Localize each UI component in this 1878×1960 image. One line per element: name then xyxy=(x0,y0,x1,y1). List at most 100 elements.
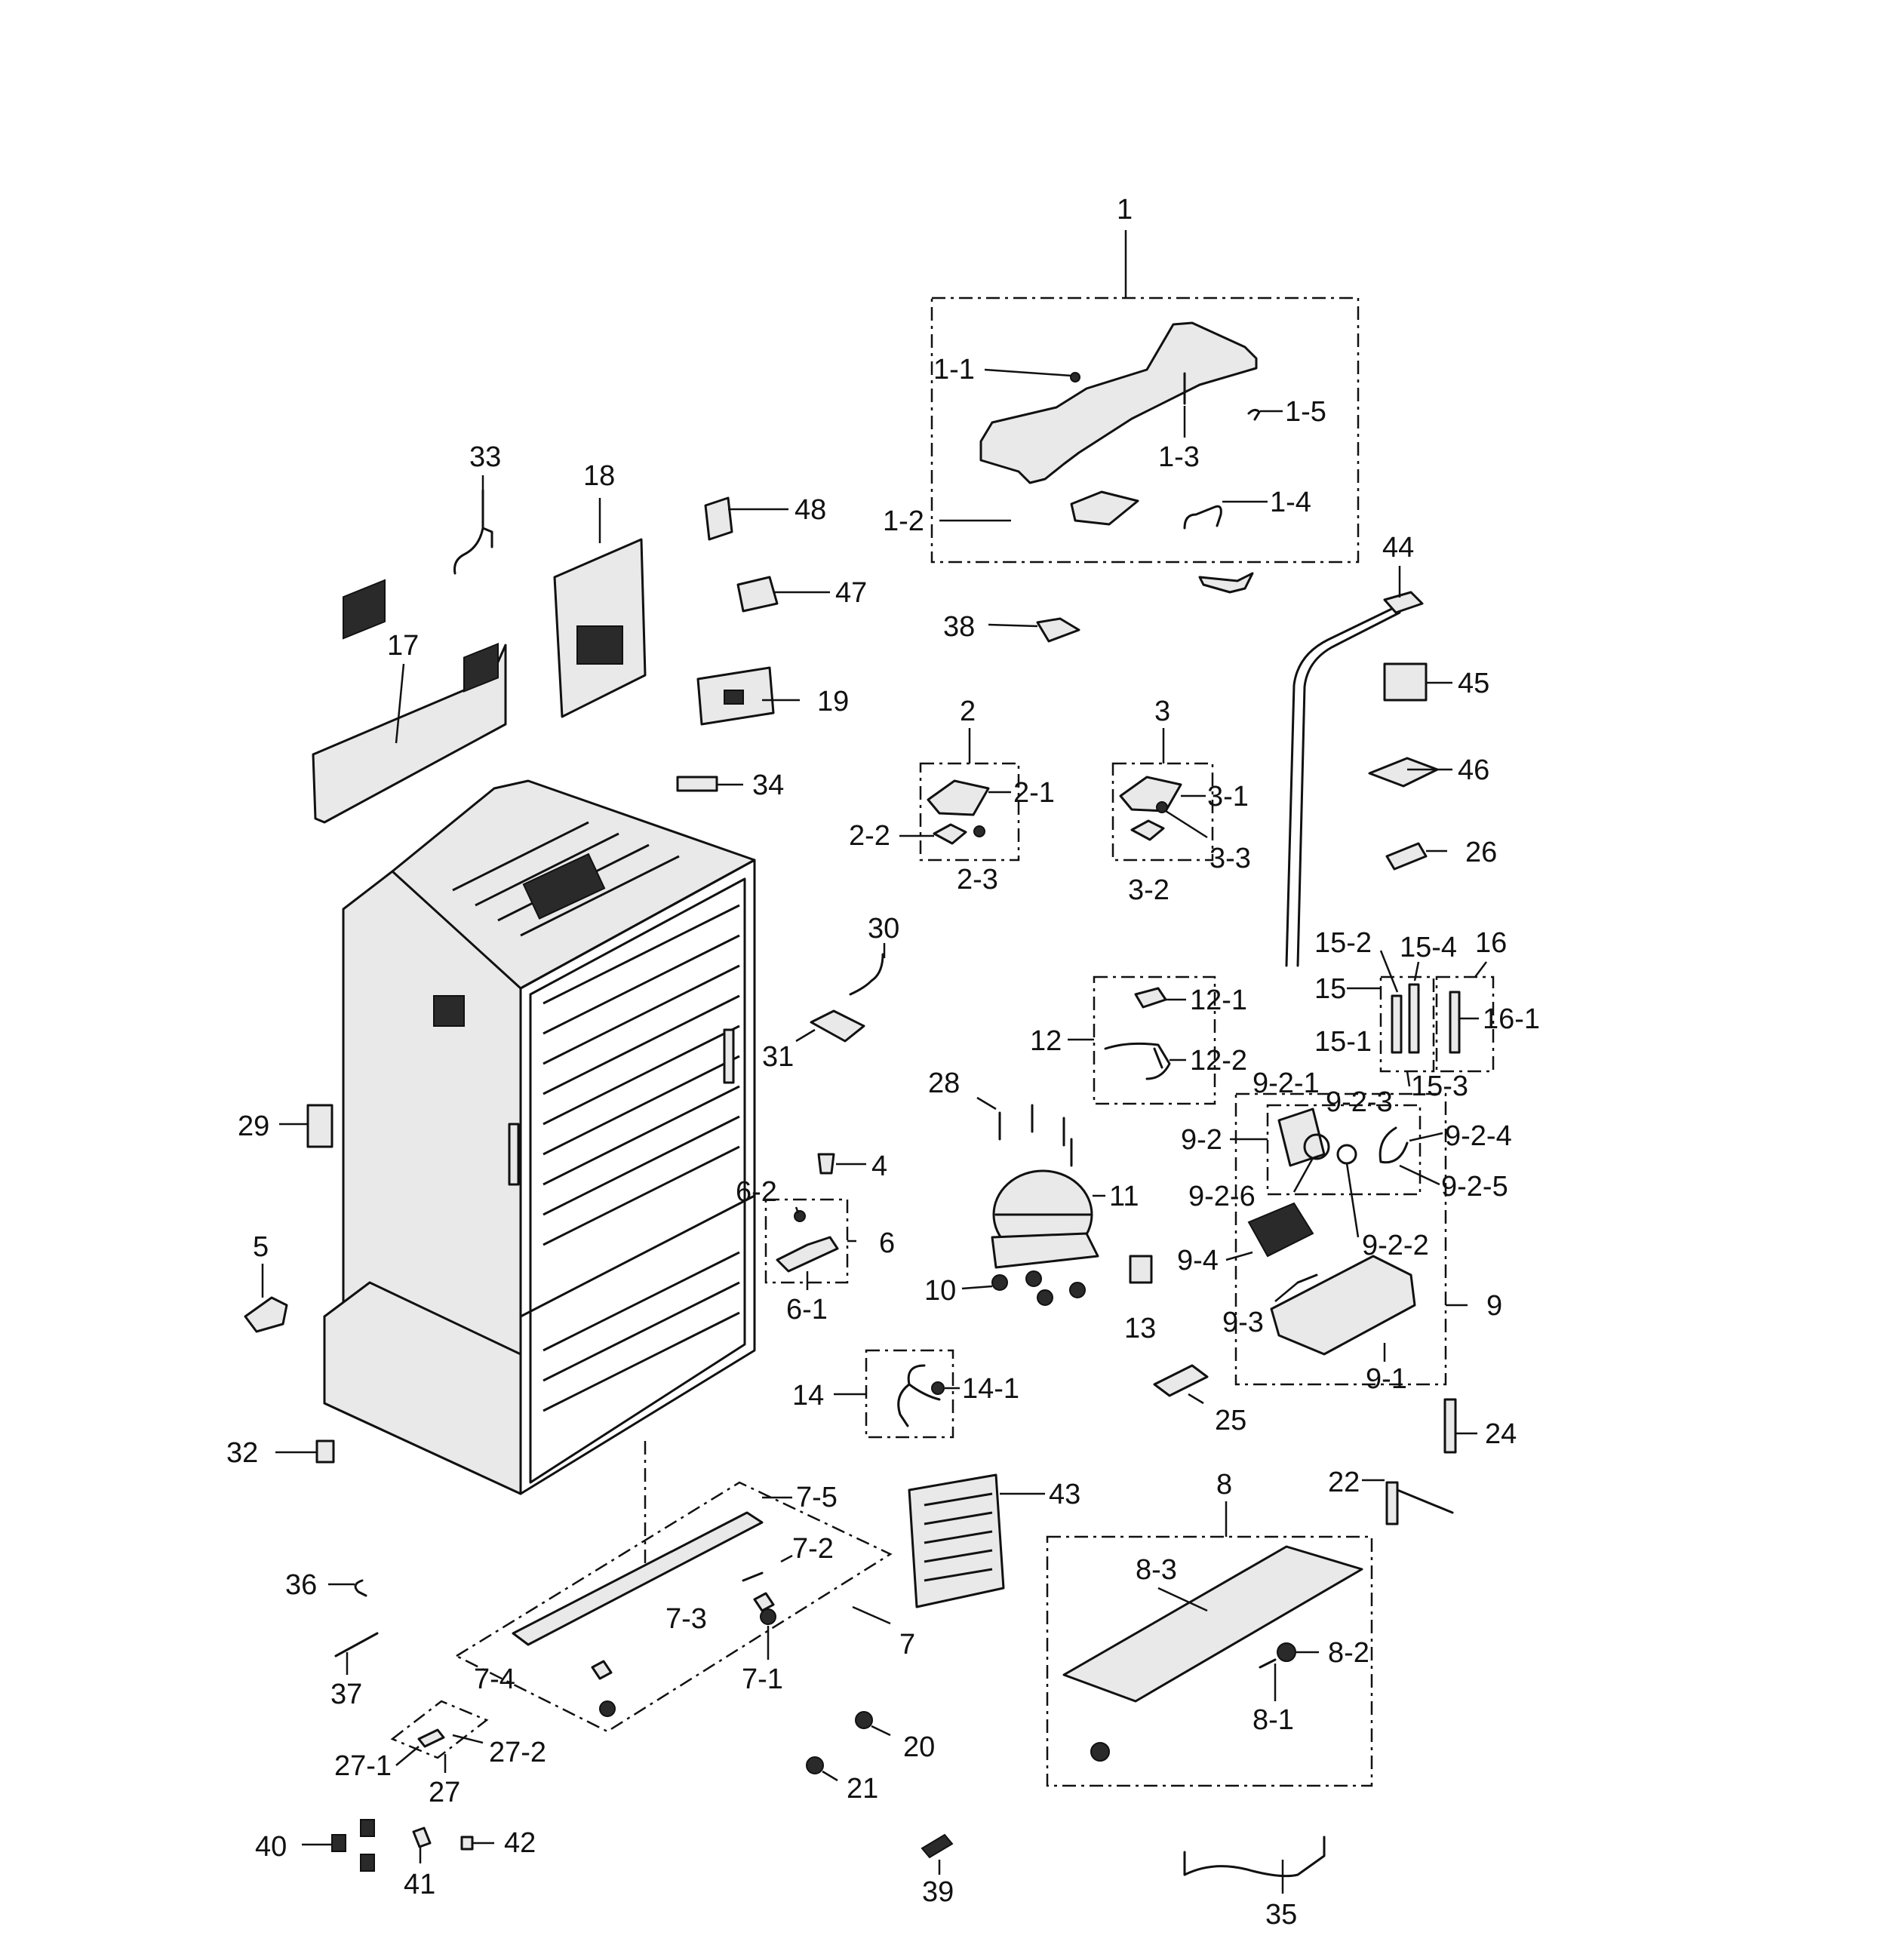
callout-7-2: 7-2 xyxy=(792,1533,834,1565)
grille-slats xyxy=(924,1492,993,1582)
callout-27-1: 27-1 xyxy=(334,1750,392,1782)
hinge-3-plate xyxy=(1119,776,1182,813)
part-42 xyxy=(460,1836,474,1851)
callout-1-4: 1-4 xyxy=(1270,487,1311,518)
callout-46: 46 xyxy=(1458,754,1489,786)
pcb-47-board xyxy=(736,576,779,613)
callout-22: 22 xyxy=(1328,1467,1360,1498)
filter-15-4 xyxy=(1408,983,1420,1054)
cabinet-side-duct xyxy=(433,995,465,1027)
callout-12-2: 12-2 xyxy=(1190,1045,1247,1077)
hinge-2-cap xyxy=(933,823,967,845)
part-22-drier xyxy=(1385,1481,1399,1525)
callout-8-3: 8-3 xyxy=(1136,1554,1177,1586)
callout-11: 11 xyxy=(1109,1181,1139,1212)
callout-26: 26 xyxy=(1465,837,1497,868)
callout-9-1: 9-1 xyxy=(1366,1363,1407,1395)
base-foot-lower xyxy=(1090,1742,1110,1762)
leader-9-2-2 xyxy=(1345,1163,1360,1238)
leader-20 xyxy=(871,1725,891,1737)
part-41 xyxy=(412,1826,432,1848)
part-32 xyxy=(315,1439,335,1464)
machine-tray-9-1 xyxy=(1270,1255,1416,1356)
callout-30: 30 xyxy=(868,913,899,945)
part-21 xyxy=(806,1756,824,1774)
part-6-1-bracket xyxy=(776,1236,839,1273)
connector-34 xyxy=(676,776,718,792)
leader-27-2 xyxy=(452,1734,484,1744)
callout-7-5: 7-5 xyxy=(796,1482,838,1513)
callout-17: 17 xyxy=(387,630,419,662)
main-pcb-chip xyxy=(724,690,744,705)
callout-1-5: 1-5 xyxy=(1285,396,1326,428)
part-40-b xyxy=(360,1819,375,1837)
foot-7-1 xyxy=(760,1608,776,1625)
callout-2-1: 2-1 xyxy=(1013,777,1055,809)
top-bracket-plate xyxy=(1070,490,1139,526)
fan-blade-9-2-5 xyxy=(1379,1126,1409,1164)
front-rail-assembly xyxy=(512,1511,776,1717)
callout-2: 2 xyxy=(960,696,976,727)
callout-15-4: 15-4 xyxy=(1400,932,1457,963)
callout-3: 3 xyxy=(1154,696,1170,727)
leader-27-1 xyxy=(395,1746,420,1766)
compressor-foot-3 xyxy=(1037,1289,1053,1306)
part-4 xyxy=(817,1153,835,1175)
cabinet-divider xyxy=(519,1194,756,1318)
group-27-frame xyxy=(390,1700,489,1759)
group-1-frame xyxy=(930,296,1360,564)
part-27-1 xyxy=(417,1728,445,1748)
cabinet-front-frame xyxy=(519,859,756,1495)
leader-3-3 xyxy=(1165,809,1208,839)
callout-9: 9 xyxy=(1486,1290,1502,1322)
drain-9-3 xyxy=(1296,1273,1318,1284)
callout-34: 34 xyxy=(752,770,784,801)
callout-29: 29 xyxy=(238,1111,269,1142)
hinge-3-cap xyxy=(1130,819,1165,841)
machine-compartment xyxy=(1247,1107,1416,1356)
callout-6-1: 6-1 xyxy=(786,1294,828,1326)
group-3-frame xyxy=(1111,762,1214,862)
callout-3-1: 3-1 xyxy=(1207,781,1249,813)
compressor-base xyxy=(991,1232,1099,1269)
callout-18: 18 xyxy=(583,460,615,492)
group-8-frame xyxy=(1046,1535,1373,1787)
leader-9-2-5 xyxy=(1399,1164,1440,1186)
group-9-frame xyxy=(1234,1092,1447,1386)
callout-28: 28 xyxy=(928,1068,960,1099)
group-15-frame xyxy=(1379,975,1435,1073)
pcb-47 xyxy=(736,576,779,613)
compressor-foot-4 xyxy=(1069,1282,1086,1298)
part-29 xyxy=(306,1104,333,1148)
base-foot-8-2 xyxy=(1277,1642,1296,1662)
callout-19: 19 xyxy=(817,686,849,717)
group-7-frame xyxy=(454,1481,893,1733)
callout-9-2-2: 9-2-2 xyxy=(1362,1230,1429,1261)
callout-15-1: 15-1 xyxy=(1314,1026,1372,1058)
callout-3-3: 3-3 xyxy=(1209,843,1251,874)
power-cord xyxy=(453,489,493,575)
callout-7-1: 7-1 xyxy=(742,1664,783,1695)
parts xyxy=(244,321,1461,1878)
spring-7-2 xyxy=(742,1571,764,1582)
water-tube-valve xyxy=(1383,591,1424,614)
callout-9-2-4: 9-2-4 xyxy=(1445,1120,1512,1152)
group-9-2-frame xyxy=(1266,1104,1422,1196)
pcb-48-board xyxy=(704,496,733,541)
part-40-c xyxy=(360,1854,375,1872)
hinge-2 xyxy=(927,779,990,845)
callout-9-2-6: 9-2-6 xyxy=(1188,1181,1256,1212)
hinge-2-plate xyxy=(927,779,990,816)
callout-20: 20 xyxy=(903,1731,935,1763)
control-cover xyxy=(553,538,647,718)
leader-17 xyxy=(395,663,405,744)
pcb-48 xyxy=(704,496,733,541)
roller-7-3 xyxy=(753,1592,775,1612)
part-38 xyxy=(1036,617,1080,643)
callout-6: 6 xyxy=(879,1227,895,1259)
group-12-frame xyxy=(1093,975,1216,1105)
rear-cover-vent-1 xyxy=(343,579,386,640)
callout-4: 4 xyxy=(871,1151,887,1182)
leader-16 xyxy=(1474,961,1487,978)
